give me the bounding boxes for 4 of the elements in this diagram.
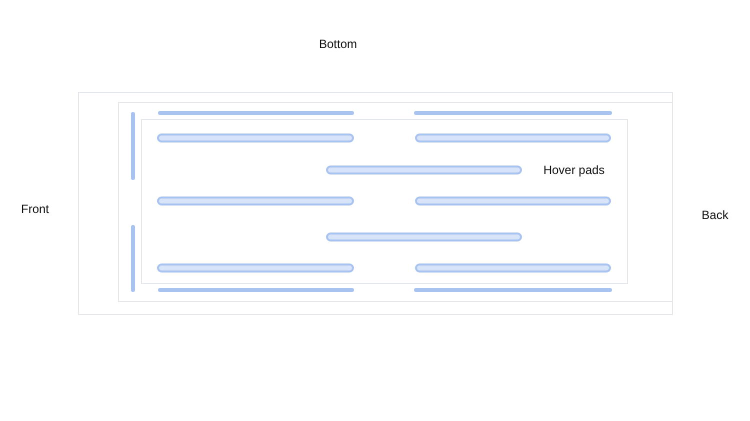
side-label: Bottom xyxy=(319,37,357,51)
side-label: Back xyxy=(702,208,728,222)
side-label: Front xyxy=(21,202,49,216)
side-label: Hover pads xyxy=(543,163,605,177)
